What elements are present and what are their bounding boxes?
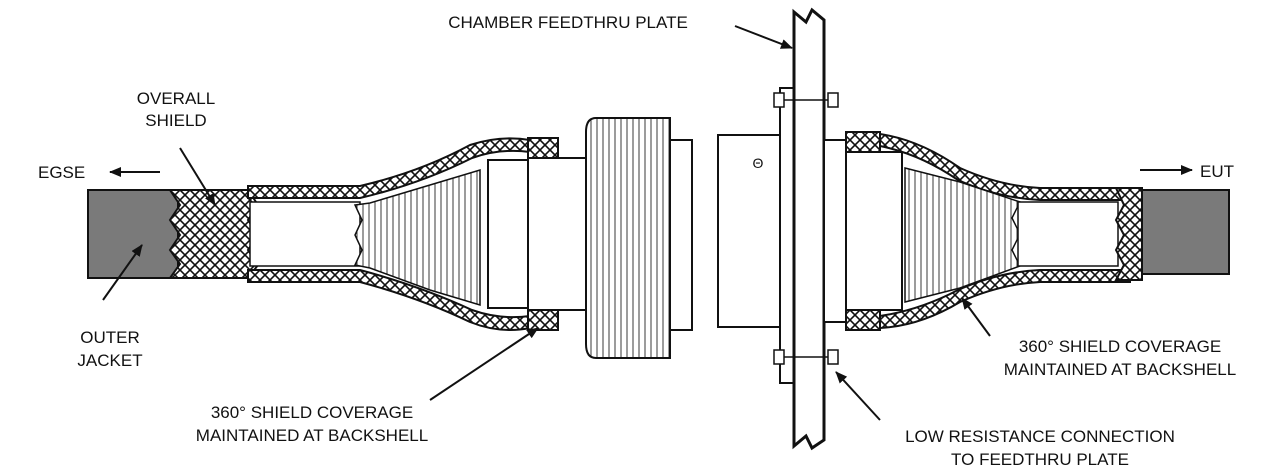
label-low-resistance-line2: TO FEEDTHRU PLATE xyxy=(951,450,1129,469)
right-clamp-band-bottom xyxy=(845,309,881,331)
arrow-left-coverage xyxy=(429,327,539,401)
label-egse: EGSE xyxy=(38,163,85,182)
left-inner-bundle xyxy=(249,201,361,267)
right-clamp-ring xyxy=(845,151,903,311)
right-cable-assembly xyxy=(823,131,1230,331)
receptacle-mark: Θ xyxy=(753,155,764,171)
right-backshell-block xyxy=(823,139,847,323)
right-outer-jacket xyxy=(1141,189,1230,275)
label-overall-shield-line1: OVERALL xyxy=(137,89,215,108)
right-clamp-band-top xyxy=(845,131,881,153)
label-left-coverage-line2: MAINTAINED AT BACKSHELL xyxy=(196,426,428,445)
left-cable-assembly xyxy=(87,117,693,359)
right-inner-bundle xyxy=(1017,201,1119,267)
left-backshell xyxy=(527,157,587,311)
left-fanned-wires xyxy=(353,168,481,307)
feedthru-plate xyxy=(792,7,826,451)
plate-bolts xyxy=(773,92,839,365)
label-low-resistance-line1: LOW RESISTANCE CONNECTION xyxy=(905,427,1175,446)
label-chamber-plate: CHAMBER FEEDTHRU PLATE xyxy=(448,13,688,32)
arrow-overall-shield xyxy=(179,147,216,206)
label-right-coverage-line2: MAINTAINED AT BACKSHELL xyxy=(1004,360,1236,379)
left-clamp-band-top xyxy=(527,137,559,159)
leader-arrows xyxy=(102,25,1193,421)
arrow-right-coverage xyxy=(961,297,991,337)
feedthru-plate-assembly: Θ xyxy=(717,7,839,451)
label-eut: EUT xyxy=(1200,162,1234,181)
right-overall-shield-braid xyxy=(1114,187,1143,281)
label-overall-shield-line2: SHIELD xyxy=(145,111,206,130)
label-left-coverage-line1: 360° SHIELD COVERAGE xyxy=(211,403,413,422)
label-outer-jacket-line2: JACKET xyxy=(77,351,142,370)
left-clamp-band-bottom xyxy=(527,309,559,331)
arrow-chamber-plate xyxy=(734,25,793,49)
left-clamp-ring xyxy=(487,159,529,309)
receptacle-flange xyxy=(779,87,795,384)
arrow-outer-jacket xyxy=(102,244,143,301)
right-shield-sleeve-bottom xyxy=(879,269,1131,330)
left-connector-coupling-nut xyxy=(585,117,671,359)
left-outer-jacket xyxy=(87,189,179,279)
label-right-coverage-line1: 360° SHIELD COVERAGE xyxy=(1019,337,1221,356)
left-connector-nose xyxy=(669,139,693,331)
arrow-low-resistance xyxy=(835,371,881,421)
label-outer-jacket-line1: OUTER xyxy=(80,328,140,347)
right-fanned-wires xyxy=(904,167,1022,303)
